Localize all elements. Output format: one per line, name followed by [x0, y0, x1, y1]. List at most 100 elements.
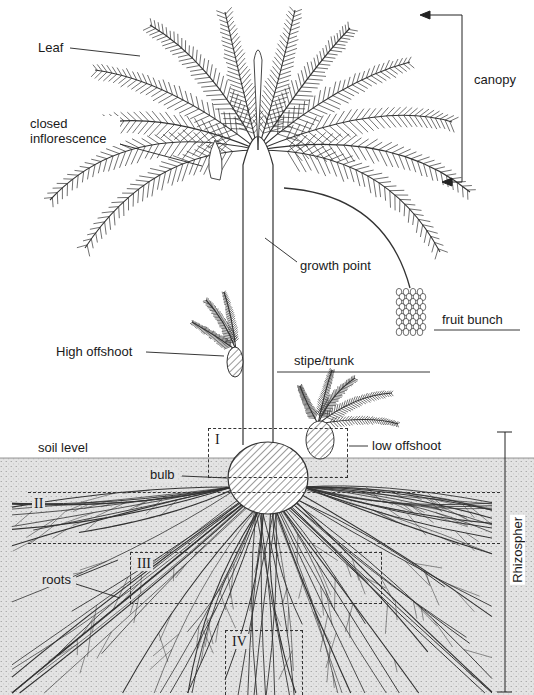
- offshoot-leaf-leaflet: [332, 399, 338, 401]
- offshoot-leaf-leaflet: [319, 398, 323, 403]
- frond-leaflet: [435, 242, 444, 245]
- offshoot-leaf-leaflet: [300, 384, 302, 387]
- frond-leaflet: [203, 58, 205, 69]
- frond-leaflet: [318, 90, 321, 105]
- frond-leaflet: [349, 29, 358, 31]
- frond-leaflet: [159, 166, 171, 169]
- frond-leaflet: [157, 36, 167, 40]
- offshoot-leaf-leaflet: [299, 392, 303, 394]
- offshoot-leaf-leaflet: [301, 398, 305, 400]
- frond-leaflet: [289, 85, 293, 99]
- frond-leaflet: [386, 145, 398, 152]
- frond-leaflet: [246, 90, 257, 102]
- offshoot-leaf-leaflet: [196, 322, 198, 325]
- offshoot-leaf-leaflet: [377, 420, 380, 424]
- offshoot-leaf-leaflet: [338, 392, 345, 393]
- root: [273, 508, 302, 625]
- frond-leaflet: [405, 204, 416, 206]
- frond-leaflet: [356, 120, 368, 132]
- offshoot-leaf-leaflet: [222, 292, 225, 294]
- frond-leaflet: [223, 118, 240, 119]
- frond-leaflet: [264, 86, 273, 98]
- frond-leaflet: [283, 57, 295, 61]
- frond-leaflet: [441, 172, 444, 185]
- offshoot-leaf-leaflet: [341, 389, 347, 390]
- offshoot-leaf-leaflet: [230, 337, 235, 339]
- frond-leaflet: [200, 54, 201, 65]
- offshoot-leaf-leaflet: [326, 390, 330, 392]
- offshoot-leaf-leaflet: [222, 317, 224, 321]
- frond-leaflet: [340, 30, 341, 38]
- frond-leaflet: [139, 176, 154, 178]
- offshoot-leaf-leaflet: [302, 400, 307, 402]
- root-branch: [153, 634, 179, 656]
- frond-leaflet: [44, 197, 52, 199]
- frond-leaflet: [291, 27, 300, 31]
- frond-leaflet: [224, 112, 226, 127]
- offshoot-leaf-leaflet: [221, 335, 223, 340]
- offshoot-leaf-leaflet: [199, 324, 201, 327]
- frond-leaflet: [350, 167, 354, 182]
- frond-leaflet: [385, 187, 386, 201]
- frond-leaflet: [336, 145, 348, 163]
- frond-leaflet: [98, 162, 101, 174]
- root-branch: [203, 629, 214, 653]
- frond-leaflet: [331, 36, 333, 47]
- frond-leaflet: [104, 159, 107, 172]
- frond-rachis: [225, 12, 258, 150]
- offshoot-leaf-leaflet: [199, 328, 203, 330]
- frond-leaflet: [265, 115, 270, 131]
- frond-leaflet: [288, 11, 293, 17]
- offshoot-leaf-leaflet: [220, 313, 222, 318]
- frond-leaflet: [350, 163, 363, 167]
- frond-leaflet: [320, 51, 322, 60]
- frond-leaflet: [150, 168, 166, 171]
- frond-leaflet: [148, 173, 160, 175]
- frond-leaflet: [189, 160, 195, 175]
- frond-leaflet: [161, 124, 175, 138]
- offshoot-leaf-leaflet: [300, 395, 305, 397]
- frond-leaflet: [150, 18, 152, 26]
- frond-leaflet: [303, 115, 319, 121]
- frond-leaflet: [119, 77, 127, 84]
- frond-leaflet: [358, 146, 366, 160]
- frond-leaflet: [153, 92, 167, 101]
- zone-number: III: [135, 556, 153, 571]
- offshoot-leaf-leaflet: [351, 377, 352, 381]
- frond-leaflet: [224, 54, 235, 58]
- offshoot-leaf-leaflet: [216, 333, 218, 337]
- frond-leaflet: [368, 173, 383, 176]
- frond-leaflet: [405, 152, 416, 157]
- offshoot-leaf-leaflet: [228, 322, 233, 324]
- offshoot-leaf-leaflet: [353, 397, 355, 403]
- frond-leaflet: [202, 119, 209, 132]
- offshoot-leaf-leaflet: [377, 391, 380, 395]
- offshoot-leaf-leaflet: [329, 378, 334, 379]
- frond-leaflet: [400, 199, 411, 201]
- root-branch: [73, 518, 92, 525]
- root: [290, 502, 470, 644]
- offshoot-leaf-leaflet: [222, 333, 229, 335]
- offshoot-leaf-leaflet: [207, 298, 209, 302]
- frond-leaflet: [126, 141, 139, 148]
- root-branch: [321, 586, 324, 615]
- frond-leaflet: [280, 117, 299, 119]
- frond-leaflet: [295, 95, 313, 96]
- frond-leaflet: [159, 80, 163, 90]
- frond-leaflet: [174, 127, 188, 140]
- frond-leaflet: [273, 61, 281, 71]
- frond-leaflet: [138, 121, 149, 134]
- frond-leaflet: [285, 89, 289, 104]
- frond-leaflet: [347, 77, 350, 87]
- frond-leaflet: [179, 86, 183, 100]
- root-branch: [297, 535, 299, 565]
- root: [303, 487, 492, 538]
- frond-leaflet: [63, 178, 73, 179]
- frond-leaflet: [317, 55, 319, 65]
- offshoot-leaf-leaflet: [300, 393, 304, 395]
- frond-leaflet: [170, 31, 172, 39]
- offshoot-leaf-leaflet: [206, 298, 207, 301]
- frond-leaflet: [188, 130, 202, 142]
- frond-leaflet: [313, 96, 315, 109]
- frond-leaflet: [102, 212, 114, 213]
